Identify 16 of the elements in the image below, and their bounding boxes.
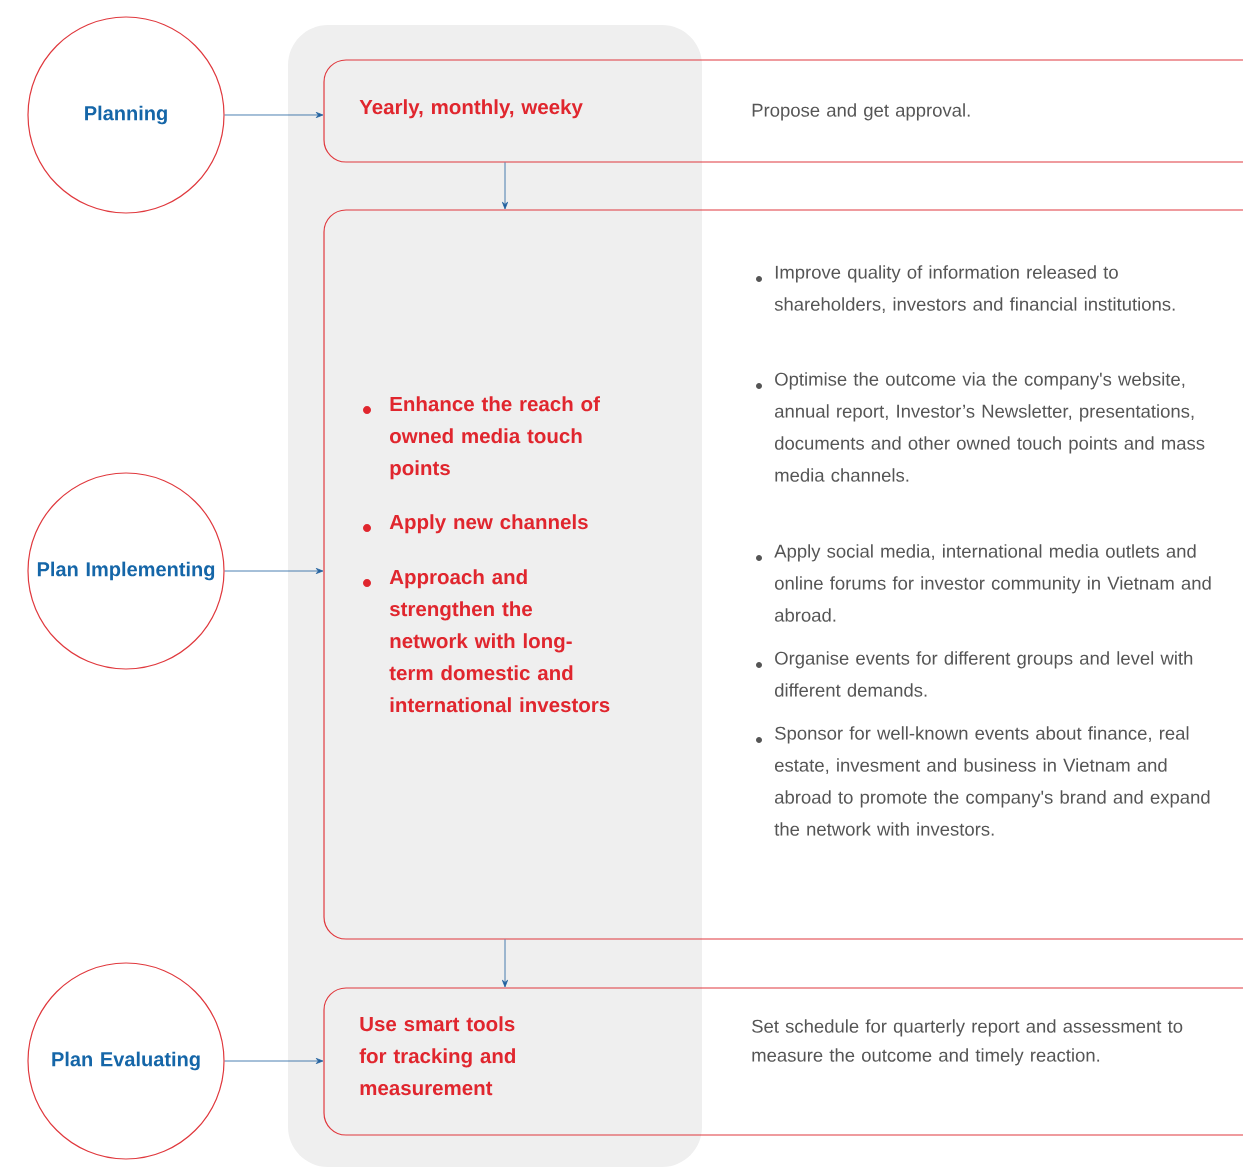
node-label: Improve quality of information released to shareholders, investors and financial institutions. bbox=[774, 265, 1175, 313]
process-box: Yearly, monthly, weeky Propose and get approval. bbox=[323, 59, 1243, 163]
node-label: Organise events for different groups and level with different demands. bbox=[774, 651, 1193, 697]
arrow bbox=[224, 1058, 324, 1064]
node-label: Apply social media, international media outlets and online forums for investor community in Vietnam and abroad. bbox=[774, 544, 1211, 622]
node-label: Approach and strengthen the network with long-term domestic and international investors bbox=[389, 569, 610, 713]
process-box: Enhance the reach of owned media touch points Apply new channels Approach and strengthen the network with long-term domestic and international investors Improve quality of information released to shareholders, investors and financial institutions. Optimise the outcome via the company's website, annual report, Investor’s Newsletter, presentations, documents and other owned touch points and mass media channels. Apply social media, international media outlets and online forums for investor community in Vietnam and abroad. Organise events for different groups and level with different demands. Sponsor for well-known events about finance, real estate, invesment and business in Vietnam and abroad to promote the company's brand and expand the network with investors. bbox=[323, 209, 1243, 940]
node-label: Optimise the outcome via the company's website, annual report, Investor’s Newsletter, presentations, documents and other owned touch points and mass media channels. bbox=[774, 372, 1205, 482]
node-label: Sponsor for well-known events about finance, real estate, invesment and business in Vietnam and abroad to promote the company's brand and expand the network with investors. bbox=[774, 726, 1210, 836]
arrow bbox=[502, 939, 508, 988]
node-label: Enhance the reach of owned media touch points bbox=[390, 396, 600, 480]
arrow bbox=[224, 568, 324, 574]
process-box: Use smart tools for tracking and measurement Set schedule for quarterly report and assessment to measure the outcome and timely reaction. bbox=[323, 987, 1243, 1136]
arrow bbox=[224, 112, 324, 118]
arrow bbox=[502, 162, 508, 210]
node-label: Apply new channels bbox=[389, 514, 588, 534]
